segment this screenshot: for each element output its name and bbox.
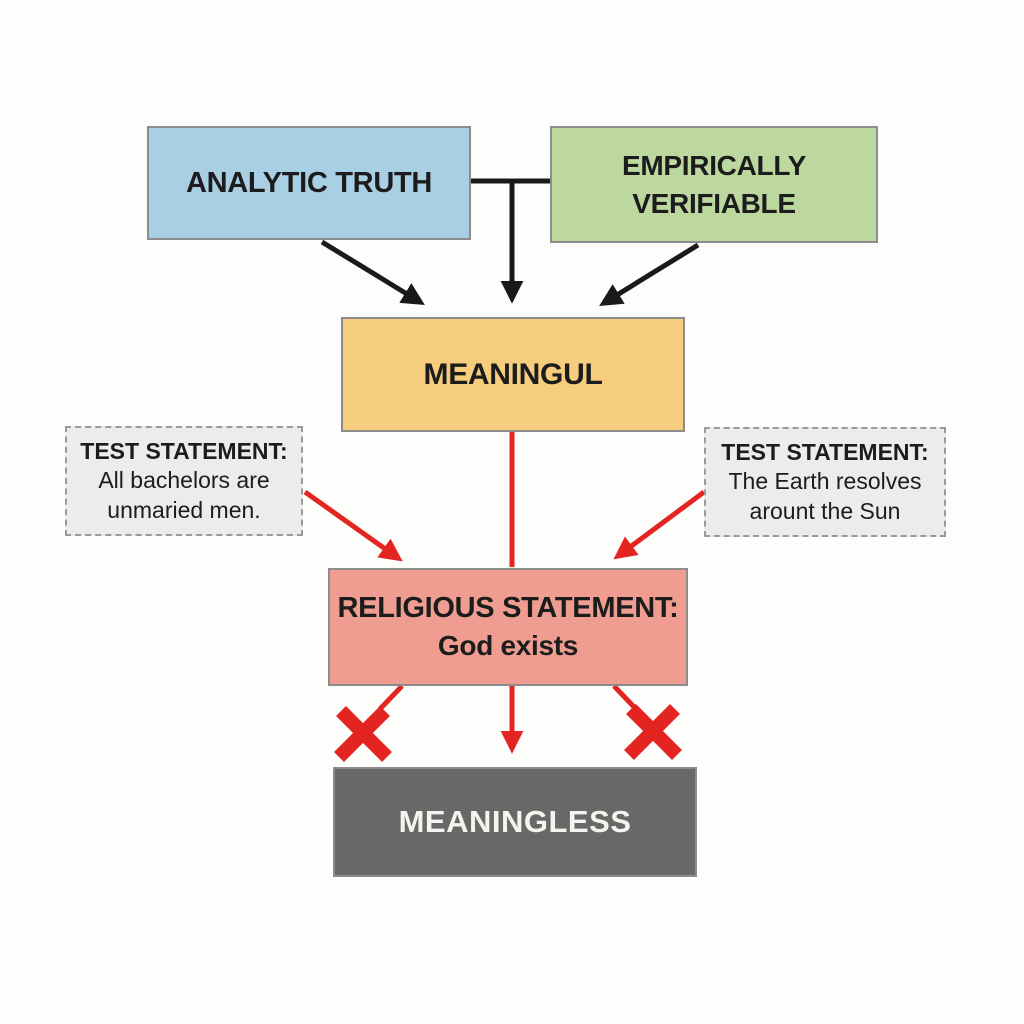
node-empirically-verifiable-label: EMPIRICALLY VERIFIABLE [622,149,806,219]
line-religious-right-blocked [612,684,638,711]
test-right-title: TEST STATEMENT: [721,438,929,465]
node-analytic-truth: ANALYTIC TRUTH [147,126,471,240]
node-meaningless-label: MEANINGLESS [398,804,632,839]
arrow-test-right-to-religious [613,489,706,560]
test-left-body: All bachelors are unmaried men. [98,467,270,523]
line-religious-left-blocked [378,684,404,711]
religious-title: RELIGIOUS STATEMENT: [337,591,679,624]
node-test-statement-right: TEST STATEMENT: The Earth resolves aroun… [704,427,946,537]
node-meaningless: MEANINGLESS [333,767,697,877]
x-mark-left-icon [334,706,392,762]
test-left-title: TEST STATEMENT: [80,437,288,464]
node-test-statement-left: TEST STATEMENT: All bachelors are unmari… [65,426,303,536]
node-empirically-verifiable: EMPIRICALLY VERIFIABLE [550,126,878,243]
arrow-test-left-to-religious [303,489,403,562]
node-religious-statement: RELIGIOUS STATEMENT: God exists [328,568,688,686]
node-meaningful: MEANINGUL [341,317,685,432]
x-mark-right-icon [624,704,682,760]
religious-body: God exists [437,629,579,661]
test-right-body: The Earth resolves arount the Sun [728,468,922,524]
node-analytic-truth-label: ANALYTIC TRUTH [185,166,433,199]
arrow-analytic-to-meaningful [320,239,425,306]
node-meaningful-label: MEANINGUL [423,357,603,391]
arrow-empirical-to-meaningful [599,242,700,307]
